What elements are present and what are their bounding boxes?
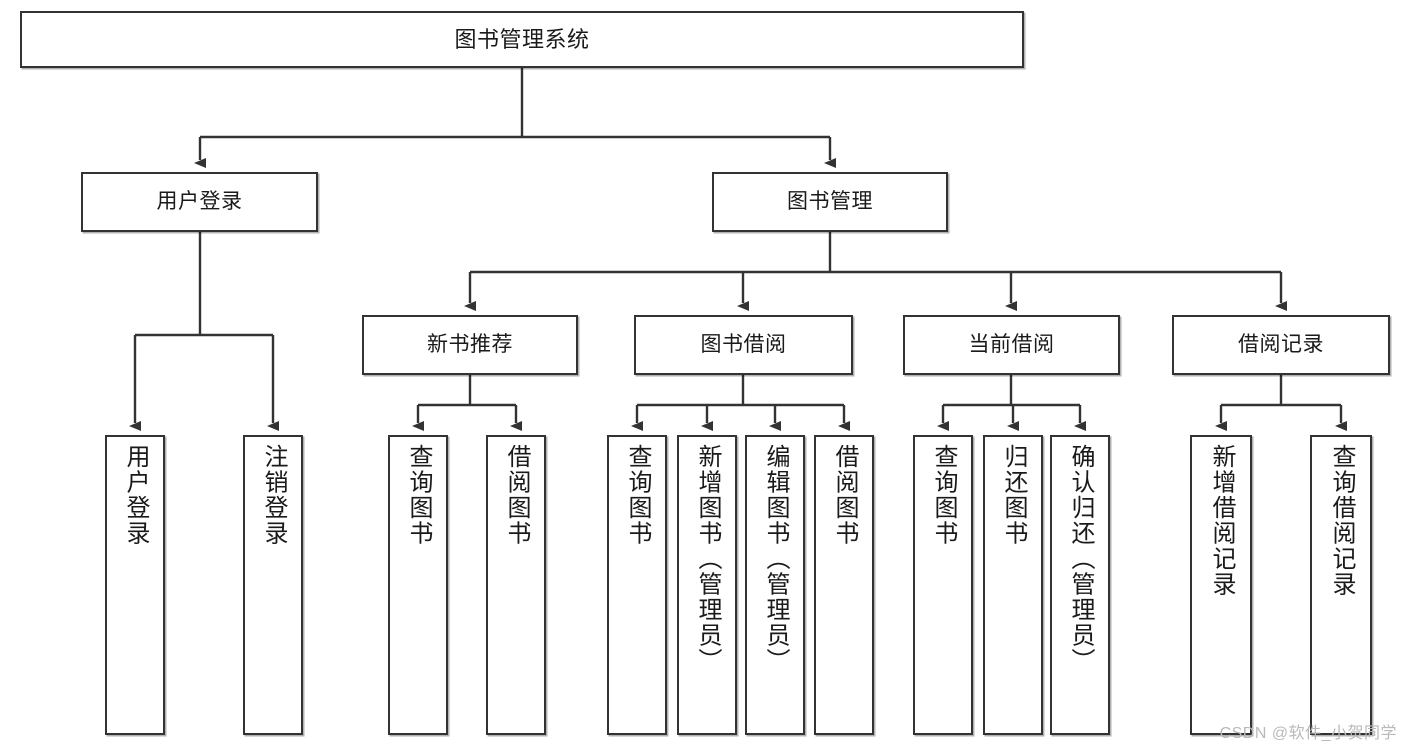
node-leaf-user-logout[interactable]: 注销登录: [243, 435, 303, 735]
node-leaf-user-login-label: 用户登录: [122, 444, 149, 546]
node-book-manage-label: 图书管理: [787, 189, 873, 213]
node-leaf-confirm-return-admin-label: 确认归还（管理员）: [1067, 444, 1094, 674]
node-user-login-label: 用户登录: [156, 189, 243, 213]
node-borrow-record-label: 借阅记录: [1238, 332, 1324, 356]
node-leaf-query-book-rec-label: 查询图书: [405, 444, 432, 546]
node-leaf-query-book-borrow-label: 查询图书: [624, 444, 651, 546]
node-root-label: 图书管理系统: [454, 26, 590, 52]
node-leaf-query-borrow-record[interactable]: 查询借阅记录: [1310, 435, 1372, 735]
node-leaf-return-book[interactable]: 归还图书: [983, 435, 1043, 735]
node-leaf-query-book-rec[interactable]: 查询图书: [388, 435, 448, 735]
node-leaf-user-logout-label: 注销登录: [260, 444, 287, 546]
node-leaf-borrow-book-rec[interactable]: 借阅图书: [486, 435, 546, 735]
node-user-login[interactable]: 用户登录: [81, 172, 318, 232]
node-leaf-confirm-return-admin[interactable]: 确认归还（管理员）: [1050, 435, 1110, 735]
node-leaf-query-book-current-label: 查询图书: [930, 444, 957, 546]
node-leaf-borrow-book-label: 借阅图书: [831, 444, 858, 546]
node-book-borrow-label: 图书借阅: [700, 332, 787, 356]
node-book-borrow[interactable]: 图书借阅: [634, 315, 853, 375]
node-leaf-return-book-label: 归还图书: [1000, 444, 1027, 546]
node-borrow-record[interactable]: 借阅记录: [1172, 315, 1390, 375]
node-leaf-add-book-admin[interactable]: 新增图书（管理员）: [677, 435, 737, 735]
node-leaf-borrow-book[interactable]: 借阅图书: [814, 435, 874, 735]
node-book-manage[interactable]: 图书管理: [712, 172, 948, 232]
watermark: CSDN @软件_小贺同学: [1219, 725, 1397, 742]
node-leaf-edit-book-admin-label: 编辑图书（管理员）: [762, 444, 789, 674]
node-leaf-borrow-book-rec-label: 借阅图书: [503, 444, 530, 546]
node-leaf-query-book-current[interactable]: 查询图书: [913, 435, 973, 735]
node-leaf-query-borrow-record-label: 查询借阅记录: [1328, 444, 1355, 597]
node-leaf-add-borrow-record-label: 新增借阅记录: [1208, 444, 1235, 597]
node-new-book-recommend[interactable]: 新书推荐: [362, 315, 578, 375]
node-current-borrow-label: 当前借阅: [968, 332, 1055, 356]
node-current-borrow[interactable]: 当前借阅: [903, 315, 1120, 375]
node-leaf-query-book-borrow[interactable]: 查询图书: [607, 435, 667, 735]
node-leaf-add-book-admin-label: 新增图书（管理员）: [694, 444, 721, 674]
node-root[interactable]: 图书管理系统: [20, 11, 1024, 68]
node-new-book-recommend-label: 新书推荐: [427, 332, 513, 356]
node-leaf-edit-book-admin[interactable]: 编辑图书（管理员）: [745, 435, 805, 735]
node-leaf-user-login[interactable]: 用户登录: [105, 435, 165, 735]
node-leaf-add-borrow-record[interactable]: 新增借阅记录: [1190, 435, 1252, 735]
